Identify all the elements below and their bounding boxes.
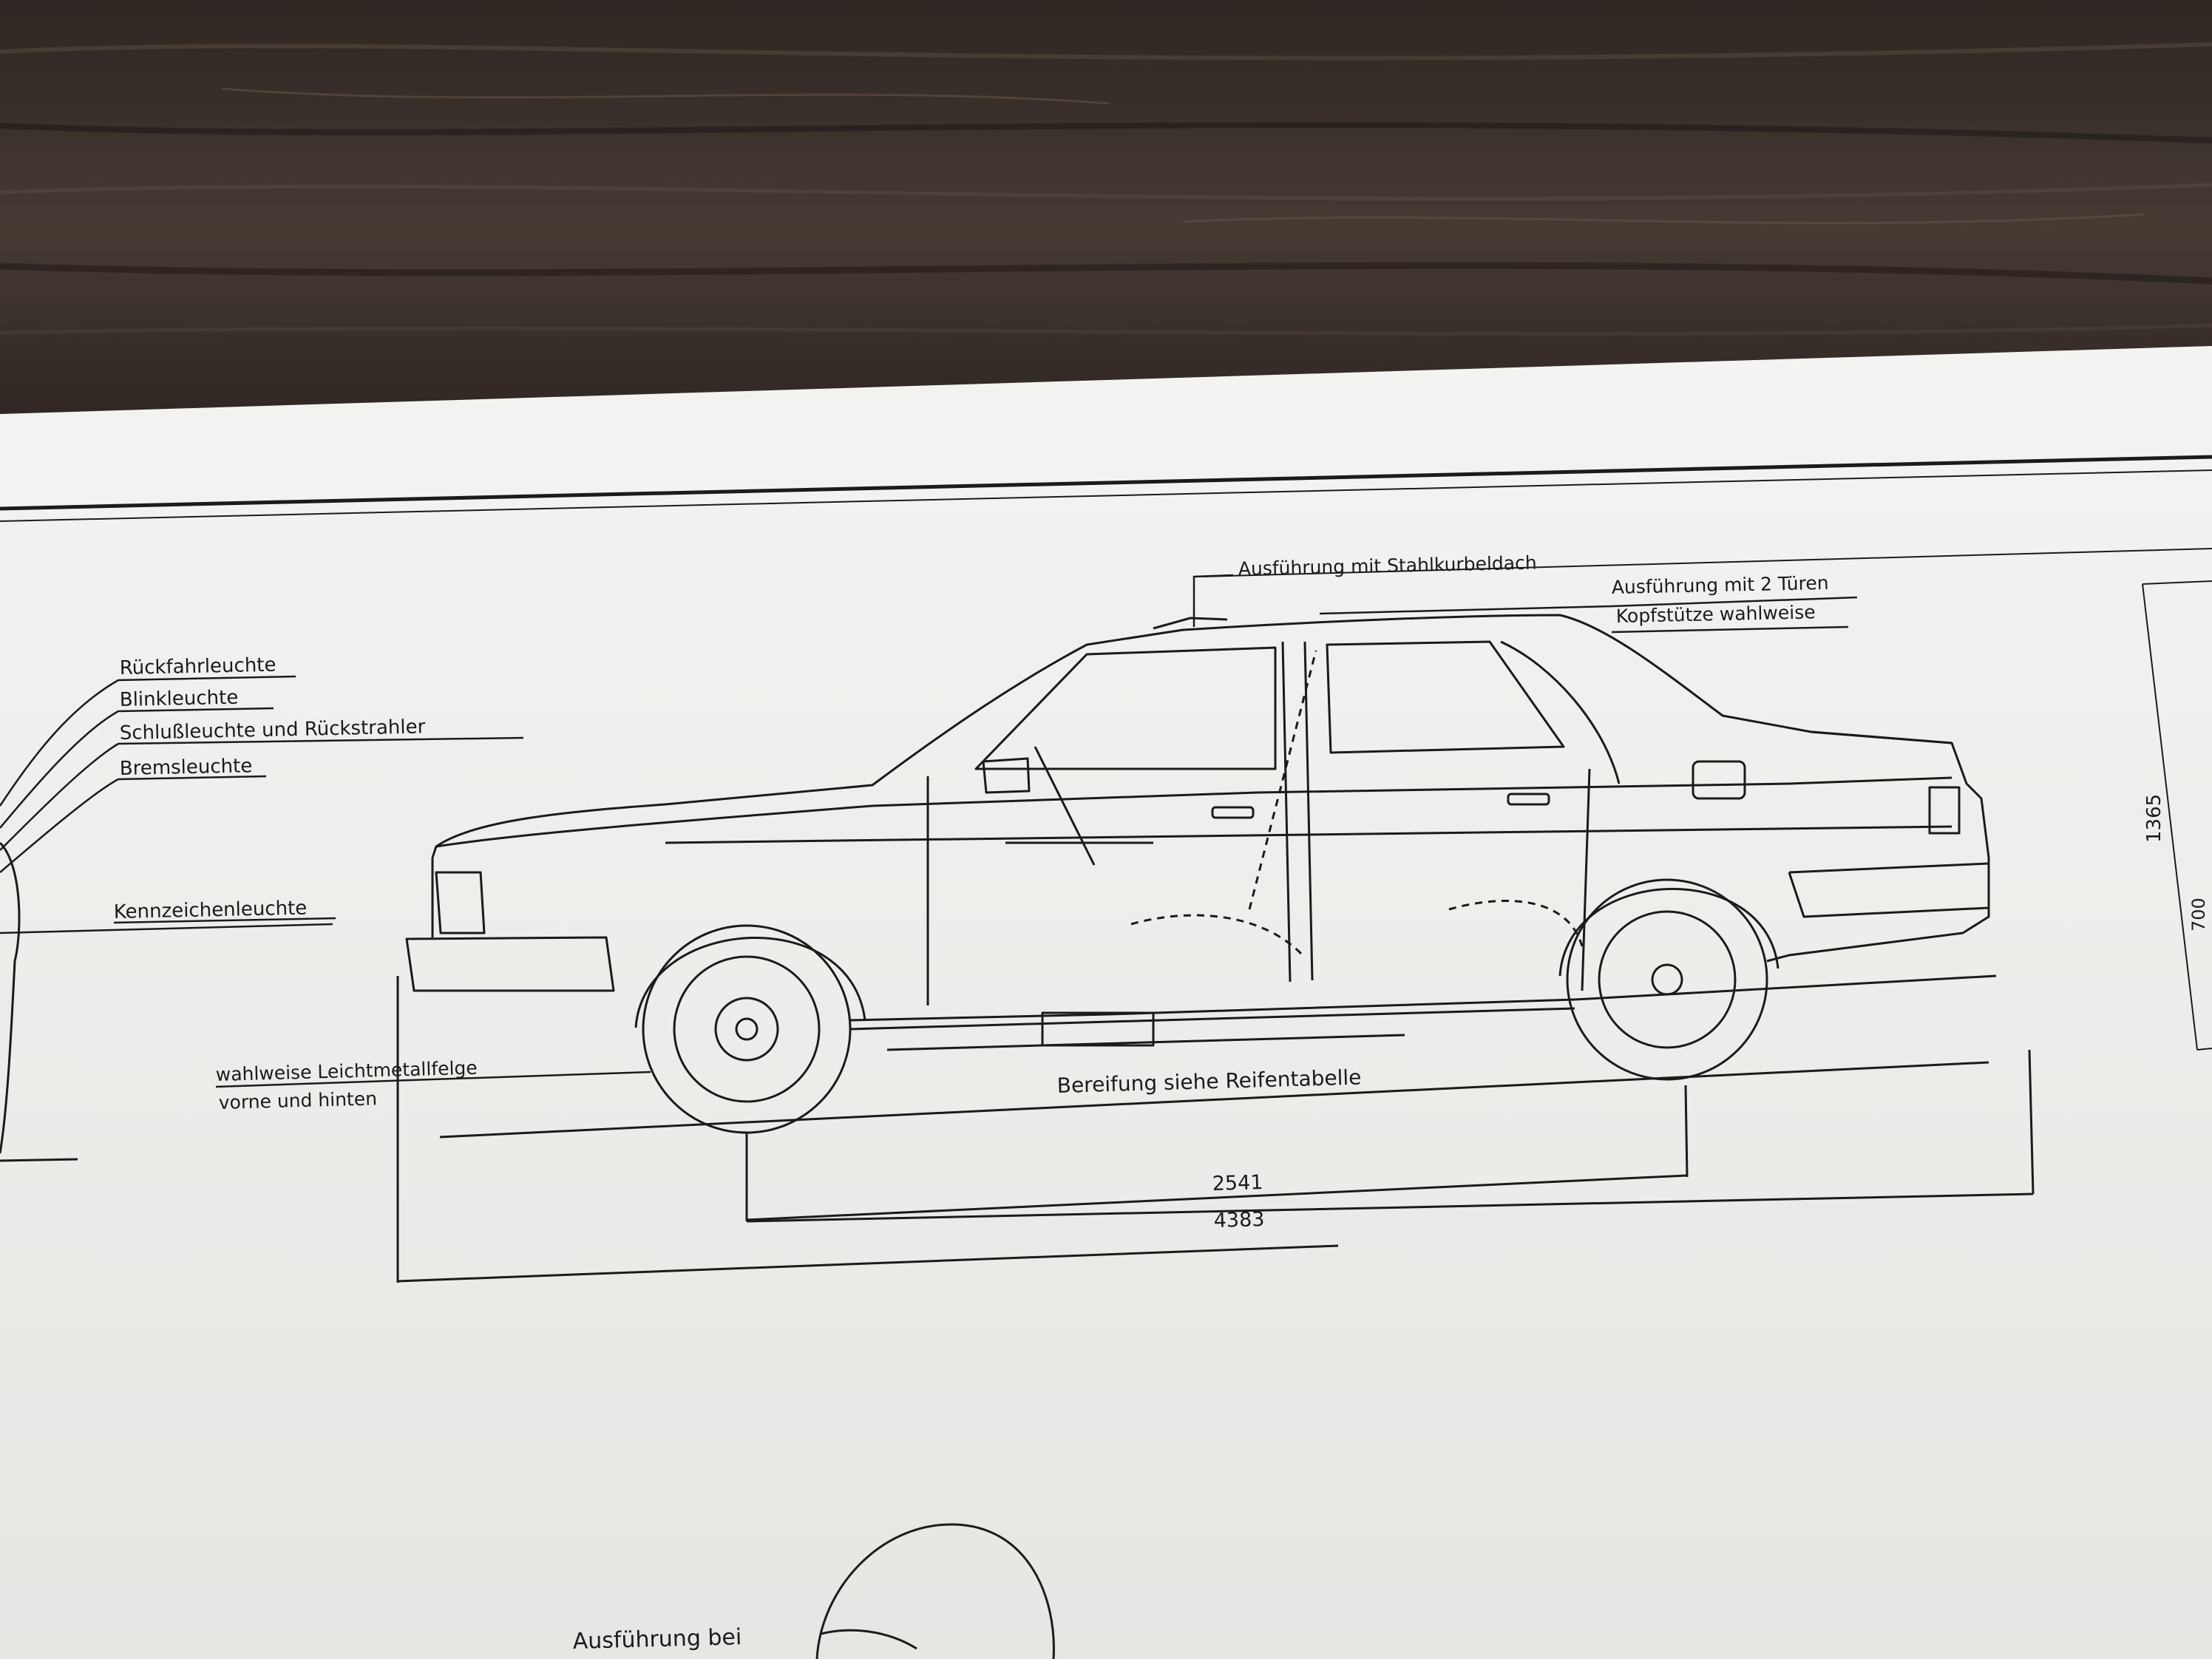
dim-height: 1365 bbox=[2143, 794, 2165, 843]
dimension-lines bbox=[396, 976, 2035, 1283]
callout-blinkleuchte: Blinkleuchte bbox=[120, 687, 239, 711]
dim-wheelbase: 2541 bbox=[1212, 1171, 1263, 1195]
rear-wheel bbox=[1558, 878, 1780, 1081]
rear-view-fragment bbox=[0, 841, 78, 1162]
callout-leaders-left bbox=[0, 675, 524, 934]
callout-leaders-top bbox=[1192, 574, 1858, 634]
wheel-note-leader bbox=[215, 1071, 651, 1088]
callout-headrest: Kopfstütze wahlweise bbox=[1616, 601, 1816, 627]
paper-sheet bbox=[0, 346, 2212, 1659]
dim-length: 4383 bbox=[1213, 1208, 1265, 1232]
dim-door: 700 bbox=[2188, 898, 2209, 932]
wheel-note-line2: vorne und hinten bbox=[218, 1088, 377, 1113]
car-side-view bbox=[405, 614, 1997, 1051]
detail-view-label: Ausführung bei bbox=[572, 1624, 742, 1655]
callout-rueckfahrleuchte: Rückfahrleuchte bbox=[120, 654, 276, 679]
front-wheel bbox=[634, 924, 866, 1134]
callout-bremsleuchte: Bremsleuchte bbox=[120, 755, 253, 780]
detail-view-fragment bbox=[815, 1523, 1055, 1659]
ground-lines bbox=[439, 1061, 1989, 1139]
right-dimension-frame bbox=[1201, 548, 2212, 1051]
callout-door-variant: Ausführung mit 2 Türen bbox=[1612, 572, 1829, 598]
callout-kennzeichenleuchte: Kennzeichenleuchte bbox=[114, 898, 308, 923]
